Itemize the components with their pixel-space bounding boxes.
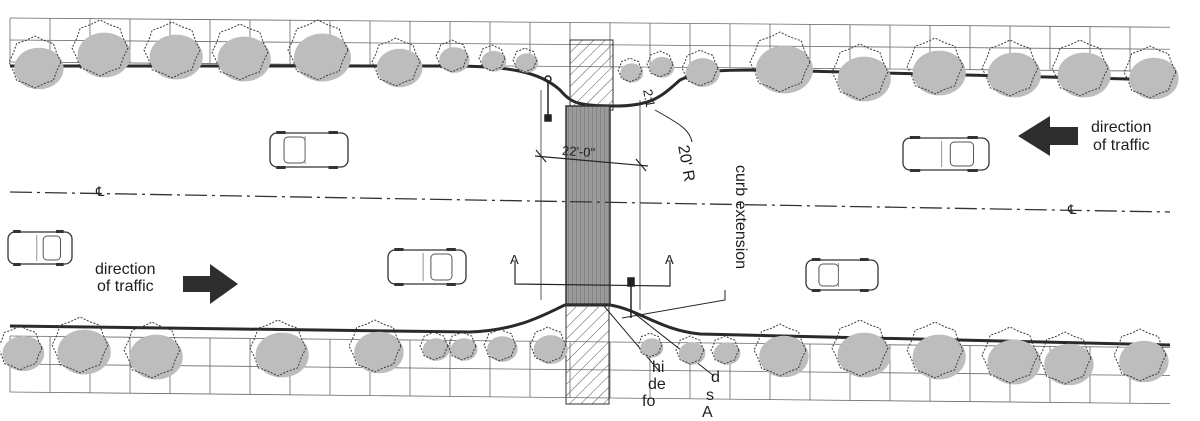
tree-icon [981, 326, 1041, 385]
arrow-right-icon [183, 264, 238, 304]
callout-1-line-1: hi [652, 359, 665, 376]
section-marker-left: A [510, 252, 519, 267]
tree-icon [483, 328, 518, 362]
tree-icon [8, 35, 64, 90]
tree-icon [710, 335, 741, 365]
callout-2-line-2: s [706, 387, 714, 404]
tree-icon [831, 43, 891, 102]
tree-icon [478, 44, 507, 72]
callout-2-line-3: A [702, 404, 713, 421]
tree-icon [529, 326, 568, 364]
tree-icon [512, 47, 539, 73]
callout-1-leader [603, 305, 661, 373]
crossing-hatch-top [569, 39, 614, 111]
callout-2-leader [629, 309, 715, 377]
car-icon [387, 248, 467, 286]
tree-icon [981, 39, 1041, 98]
sign-post-bottom [627, 277, 635, 318]
tree-row-bottom [0, 316, 1169, 386]
crossing-hatch-bottom [565, 299, 610, 405]
tree-icon [617, 57, 644, 83]
tree-icon [287, 19, 351, 82]
tree-icon [348, 319, 404, 374]
tree-icon [435, 39, 470, 73]
tree-icon [749, 31, 813, 94]
crosswalk-width-dimension: 22'-0" [561, 142, 596, 161]
vehicles [7, 131, 990, 292]
callout-1-line-2: de [648, 376, 666, 393]
tree-icon [249, 319, 309, 378]
tree-icon [1113, 328, 1169, 383]
direction-label-left-2: of traffic [1093, 137, 1150, 154]
tree-icon [1038, 331, 1094, 386]
tree-icon [681, 49, 720, 87]
car-icon [902, 136, 990, 172]
tree-icon [447, 331, 478, 361]
tree-icon [211, 23, 271, 82]
section-marker-right: A [665, 252, 674, 267]
sign-post-top [544, 75, 552, 122]
tree-icon [51, 316, 111, 375]
curb-line-bottom [9, 303, 1171, 347]
tree-row-top [8, 19, 1179, 102]
tree-icon [1051, 39, 1111, 98]
roadway-centerline [9, 191, 1171, 213]
curb-extension-leader [621, 290, 726, 319]
arrow-left-icon [1018, 116, 1078, 156]
callout-2-line-1: d [711, 369, 720, 386]
tree-icon [419, 331, 450, 361]
arrow-icon [183, 116, 1078, 304]
car-icon [7, 230, 73, 266]
direction-label-right-2: of traffic [97, 278, 154, 295]
curb-radius-leader [654, 109, 693, 143]
car-icon [269, 131, 349, 169]
direction-label-right-1: direction [95, 261, 156, 278]
tree-icon [906, 37, 966, 96]
centerline-symbol-left: ℄ [96, 184, 105, 199]
taper-label: 2:1 [640, 88, 659, 109]
dimension-extension-lines [540, 90, 641, 310]
tree-icon [753, 323, 809, 378]
tree-icon [0, 325, 45, 372]
tree-icon [71, 19, 131, 78]
tree-icon [371, 37, 423, 88]
tree-icon [1123, 45, 1179, 100]
tree-icon [143, 21, 203, 80]
tree-icon [831, 319, 891, 378]
centerline-symbol-right: ℄ [1068, 202, 1077, 217]
callout-1-line-3: fo [642, 393, 656, 410]
section-cut-line [514, 262, 671, 287]
tree-icon [637, 332, 664, 358]
direction-label-left-1: direction [1091, 119, 1152, 136]
tree-icon [646, 50, 675, 78]
tree-icon [675, 335, 706, 365]
tree-icon [123, 321, 183, 380]
curb-extension-label: curb extension [732, 165, 749, 270]
crosswalk-dimension [534, 149, 649, 172]
crosswalk [565, 105, 611, 305]
tree-icon [906, 321, 966, 380]
car-icon [805, 258, 879, 292]
